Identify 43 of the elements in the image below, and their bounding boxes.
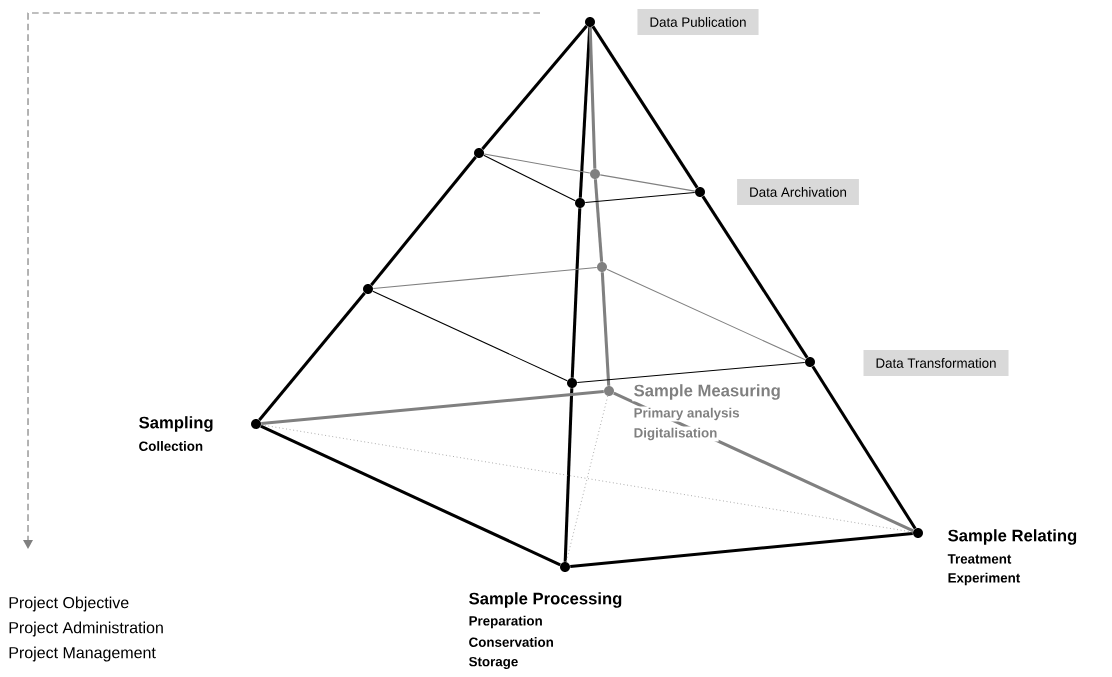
vertex-label: Sample Relating	[946, 527, 1079, 547]
note-text: Project Administration	[9, 621, 163, 637]
vertex-label: Treatment	[946, 553, 1013, 565]
note-text: Project Management	[9, 646, 156, 662]
edge-line	[570, 208, 582, 378]
edge-line	[570, 531, 913, 568]
edge-line	[372, 290, 568, 382]
edge-line	[701, 195, 809, 359]
vertex-label: Experiment	[946, 571, 1022, 587]
vertex-label: Collection	[137, 439, 205, 453]
edge-line	[261, 389, 604, 426]
edge-line	[576, 361, 806, 384]
note-text: Project Objective	[9, 596, 129, 612]
edge-line	[372, 266, 598, 290]
stage-box: Data Transformation	[863, 350, 1009, 376]
edge-line	[591, 25, 699, 189]
edge-line	[481, 25, 588, 150]
vertex-label: Digitalisation	[632, 426, 719, 442]
edge-line	[606, 268, 806, 361]
edge-line	[600, 272, 611, 386]
edge-line	[258, 292, 366, 421]
vertex-label: Sample Processing	[467, 590, 624, 610]
edge-line	[483, 153, 591, 174]
stage-box: Data Archivation	[737, 179, 859, 205]
edge-line	[599, 174, 696, 192]
vertex-label: Preparation	[467, 614, 545, 630]
vertex-label: Sample Measuring	[632, 382, 783, 402]
edge-line	[588, 27, 597, 169]
vertex-label: Primary analysis	[632, 406, 741, 422]
edge-line	[563, 388, 574, 562]
edge-line	[578, 27, 592, 198]
vertex-label: Storage	[467, 655, 520, 671]
edge-line	[370, 156, 477, 286]
edge-line	[260, 424, 914, 533]
vertex-label: Conservation	[467, 635, 556, 649]
edge-line	[811, 365, 917, 530]
vertex-label: Sampling	[137, 414, 215, 434]
edge-line	[565, 395, 609, 563]
stage-box: Data Publication	[637, 9, 759, 35]
edge-line	[483, 154, 576, 202]
edge-line	[260, 424, 561, 567]
edge-line	[593, 179, 604, 262]
edge-line	[584, 191, 696, 204]
